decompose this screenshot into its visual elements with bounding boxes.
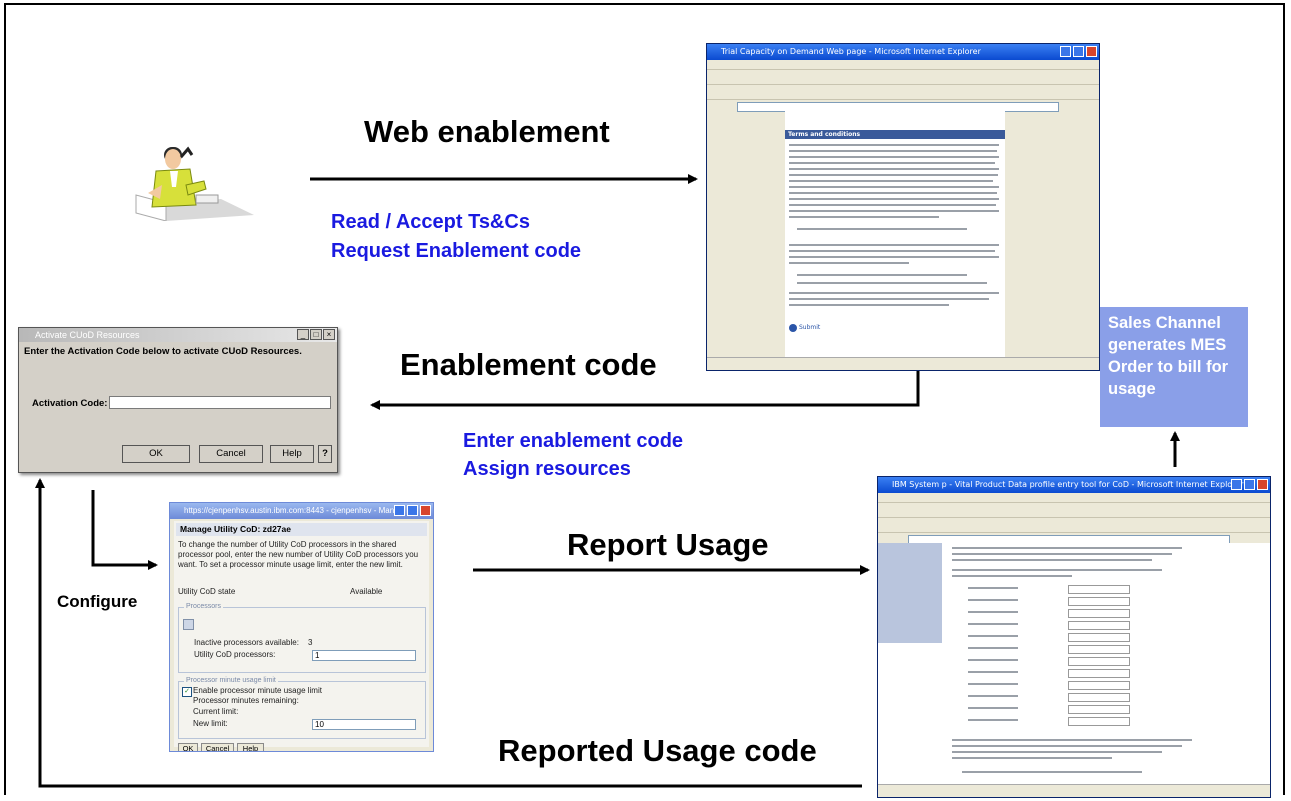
terms-heading: Terms and conditions xyxy=(785,130,1005,139)
minimize-icon[interactable] xyxy=(394,505,405,516)
help-button[interactable]: Help xyxy=(270,445,314,463)
label-configure: Configure xyxy=(57,592,138,611)
sales-line: usage xyxy=(1108,380,1156,398)
manage-utility-cod-window: https://cjenpenhsv.austin.ibm.com:8443 -… xyxy=(169,502,434,752)
label-web-enablement: Web enablement xyxy=(364,114,610,149)
close-icon[interactable]: × xyxy=(323,329,335,340)
activate-cuod-dialog: Activate CUoD Resources _□× Enter the Ac… xyxy=(18,327,338,473)
dialog-title: Activate CUoD Resources xyxy=(35,330,140,340)
close-icon[interactable] xyxy=(1257,479,1268,490)
person-on-phone-icon xyxy=(135,146,254,221)
browser-toolbar-2 xyxy=(878,517,1270,532)
help-button[interactable]: Help xyxy=(237,743,264,751)
label-enablement-code: Enablement code xyxy=(400,347,657,382)
enable-limit-checkbox[interactable]: ✓ xyxy=(182,687,192,697)
processors-legend: Processors xyxy=(184,602,224,612)
utility-label: Utility CoD processors: xyxy=(194,650,276,659)
sales-line: generates MES xyxy=(1108,336,1227,354)
minimize-icon[interactable]: _ xyxy=(297,329,309,340)
minimize-icon[interactable] xyxy=(1060,46,1071,57)
current-limit-label: Current limit: xyxy=(193,707,239,716)
browser-title-bar: Trial Capacity on Demand Web page - Micr… xyxy=(707,44,1099,60)
enable-limit-label: Enable processor minute usage limit xyxy=(193,686,322,695)
maximize-icon[interactable]: □ xyxy=(310,329,322,340)
browser-status-bar xyxy=(707,357,1099,370)
maximize-icon[interactable] xyxy=(1244,479,1255,490)
activation-code-input[interactable] xyxy=(109,396,331,409)
minimize-icon[interactable] xyxy=(1231,479,1242,490)
processor-icon xyxy=(183,619,194,630)
dialog-message: Enter the Activation Code below to activ… xyxy=(24,346,302,357)
manage-heading: Manage Utility CoD: zd27ae xyxy=(176,523,427,536)
close-icon[interactable] xyxy=(1086,46,1097,57)
ok-button[interactable]: OK xyxy=(178,743,198,751)
intro-line: processor pool, enter the new number of … xyxy=(178,550,419,559)
utility-processors-input[interactable]: 1 xyxy=(312,650,416,661)
sales-channel-box: Sales Channel generates MES Order to bil… xyxy=(1100,307,1248,427)
note-assign-resources: Assign resources xyxy=(463,458,631,480)
browser-toolbar xyxy=(707,69,1099,84)
usage-limit-group xyxy=(178,681,426,739)
web-enablement-browser-window: Trial Capacity on Demand Web page - Micr… xyxy=(706,43,1100,371)
processors-group xyxy=(178,607,426,673)
arrow-reported-usage-code xyxy=(35,478,862,788)
intro-line: want. To set a processor minute usage li… xyxy=(178,560,403,569)
submit-link[interactable]: Submit xyxy=(799,324,821,331)
maximize-icon[interactable] xyxy=(407,505,418,516)
vpd-form-page xyxy=(878,543,1270,785)
sales-line: Sales Channel xyxy=(1108,314,1221,332)
label-report-usage: Report Usage xyxy=(567,527,769,562)
question-button[interactable]: ? xyxy=(318,445,332,463)
note-request-code: Request Enablement code xyxy=(331,240,582,262)
browser-toolbar xyxy=(878,502,1270,517)
browser-status-bar xyxy=(878,784,1270,797)
browser-menu-bar xyxy=(707,60,1099,69)
inactive-label: Inactive processors available: xyxy=(194,638,299,647)
manage-title-bar: https://cjenpenhsv.austin.ibm.com:8443 -… xyxy=(170,503,433,519)
terms-page: Terms and conditions Submit xyxy=(785,110,1005,358)
manage-window-title: https://cjenpenhsv.austin.ibm.com:8443 -… xyxy=(184,506,404,515)
note-read-accept: Read / Accept Ts&Cs xyxy=(331,211,530,233)
browser-title: IBM System p - Vital Product Data profil… xyxy=(892,480,1244,489)
report-usage-browser-window: IBM System p - Vital Product Data profil… xyxy=(877,476,1271,798)
cancel-button[interactable]: Cancel xyxy=(199,445,263,463)
arrow-enablement-code xyxy=(370,370,920,410)
new-limit-label: New limit: xyxy=(193,719,228,728)
new-limit-input[interactable]: 10 xyxy=(312,719,416,730)
maximize-icon[interactable] xyxy=(1073,46,1084,57)
intro-line: To change the number of Utility CoD proc… xyxy=(178,540,397,549)
remaining-label: Processor minutes remaining: xyxy=(193,696,299,705)
state-value: Available xyxy=(350,587,383,596)
label-reported-usage-code: Reported Usage code xyxy=(498,733,817,768)
manage-body: Manage Utility CoD: zd27ae To change the… xyxy=(174,521,429,751)
arrow-configure xyxy=(91,490,158,570)
ok-button[interactable]: OK xyxy=(122,445,190,463)
state-label: Utility CoD state xyxy=(178,587,236,596)
browser-menu-bar xyxy=(878,493,1270,502)
browser-toolbar-2 xyxy=(707,84,1099,99)
cancel-button[interactable]: Cancel xyxy=(201,743,234,751)
limit-legend: Processor minute usage limit xyxy=(184,676,278,686)
inactive-value: 3 xyxy=(308,638,313,647)
dialog-title-bar: Activate CUoD Resources _□× xyxy=(19,328,337,342)
sales-line: Order to bill for xyxy=(1108,358,1229,376)
note-enter-code: Enter enablement code xyxy=(463,430,684,452)
diagram-frame xyxy=(4,3,1285,795)
close-icon[interactable] xyxy=(420,505,431,516)
browser-title: Trial Capacity on Demand Web page - Micr… xyxy=(721,47,981,56)
left-nav xyxy=(878,543,942,643)
activation-code-label: Activation Code: xyxy=(32,398,108,409)
browser-title-bar: IBM System p - Vital Product Data profil… xyxy=(878,477,1270,493)
